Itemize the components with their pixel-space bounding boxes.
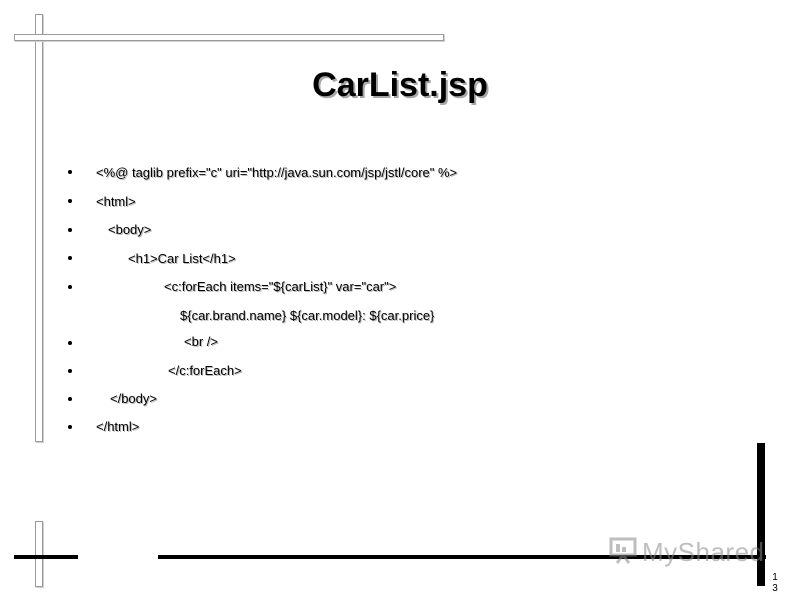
frame-horizontal-bottom-right bbox=[158, 555, 766, 559]
presentation-board-icon bbox=[608, 536, 638, 569]
bullet-8 bbox=[68, 369, 72, 373]
code-line-2: <html> bbox=[96, 194, 136, 209]
page-number-digit-2: 3 bbox=[772, 583, 778, 594]
bullet-7 bbox=[68, 341, 72, 345]
code-line-8: </c:forEach> bbox=[168, 363, 242, 378]
slide-title: CarList.jsp bbox=[312, 66, 488, 104]
frame-vertical-right bbox=[757, 443, 765, 586]
watermark: MyShared bbox=[608, 536, 765, 569]
frame-horizontal-bottom-left bbox=[14, 555, 78, 559]
page-number: 1 3 bbox=[771, 572, 779, 594]
page-number-digit-1: 1 bbox=[772, 572, 778, 583]
frame-vertical-bottom-left bbox=[35, 521, 43, 587]
code-line-1: <%@ taglib prefix="c" uri="http://java.s… bbox=[96, 165, 458, 180]
bullet-2 bbox=[68, 199, 72, 203]
bullet-10 bbox=[68, 425, 72, 429]
bullet-5 bbox=[68, 285, 72, 289]
code-line-3: <body> bbox=[108, 222, 152, 237]
bullet-1 bbox=[68, 170, 72, 174]
code-line-10: </html> bbox=[96, 419, 140, 434]
bullet-4 bbox=[68, 256, 72, 260]
bullet-9 bbox=[68, 397, 72, 401]
code-line-4: <h1>Car List</h1> bbox=[128, 251, 236, 266]
watermark-text: MyShared bbox=[642, 537, 765, 567]
code-line-9: </body> bbox=[110, 391, 157, 406]
frame-horizontal-top bbox=[14, 34, 444, 41]
frame-vertical-top-left bbox=[35, 14, 43, 442]
code-line-7: <br /> bbox=[184, 334, 218, 349]
bullet-3 bbox=[68, 228, 72, 232]
code-line-5: <c:forEach items="${carList}" var="car"> bbox=[164, 279, 397, 294]
code-line-6: ${car.brand.name} ${car.model}: ${car.pr… bbox=[180, 308, 435, 323]
